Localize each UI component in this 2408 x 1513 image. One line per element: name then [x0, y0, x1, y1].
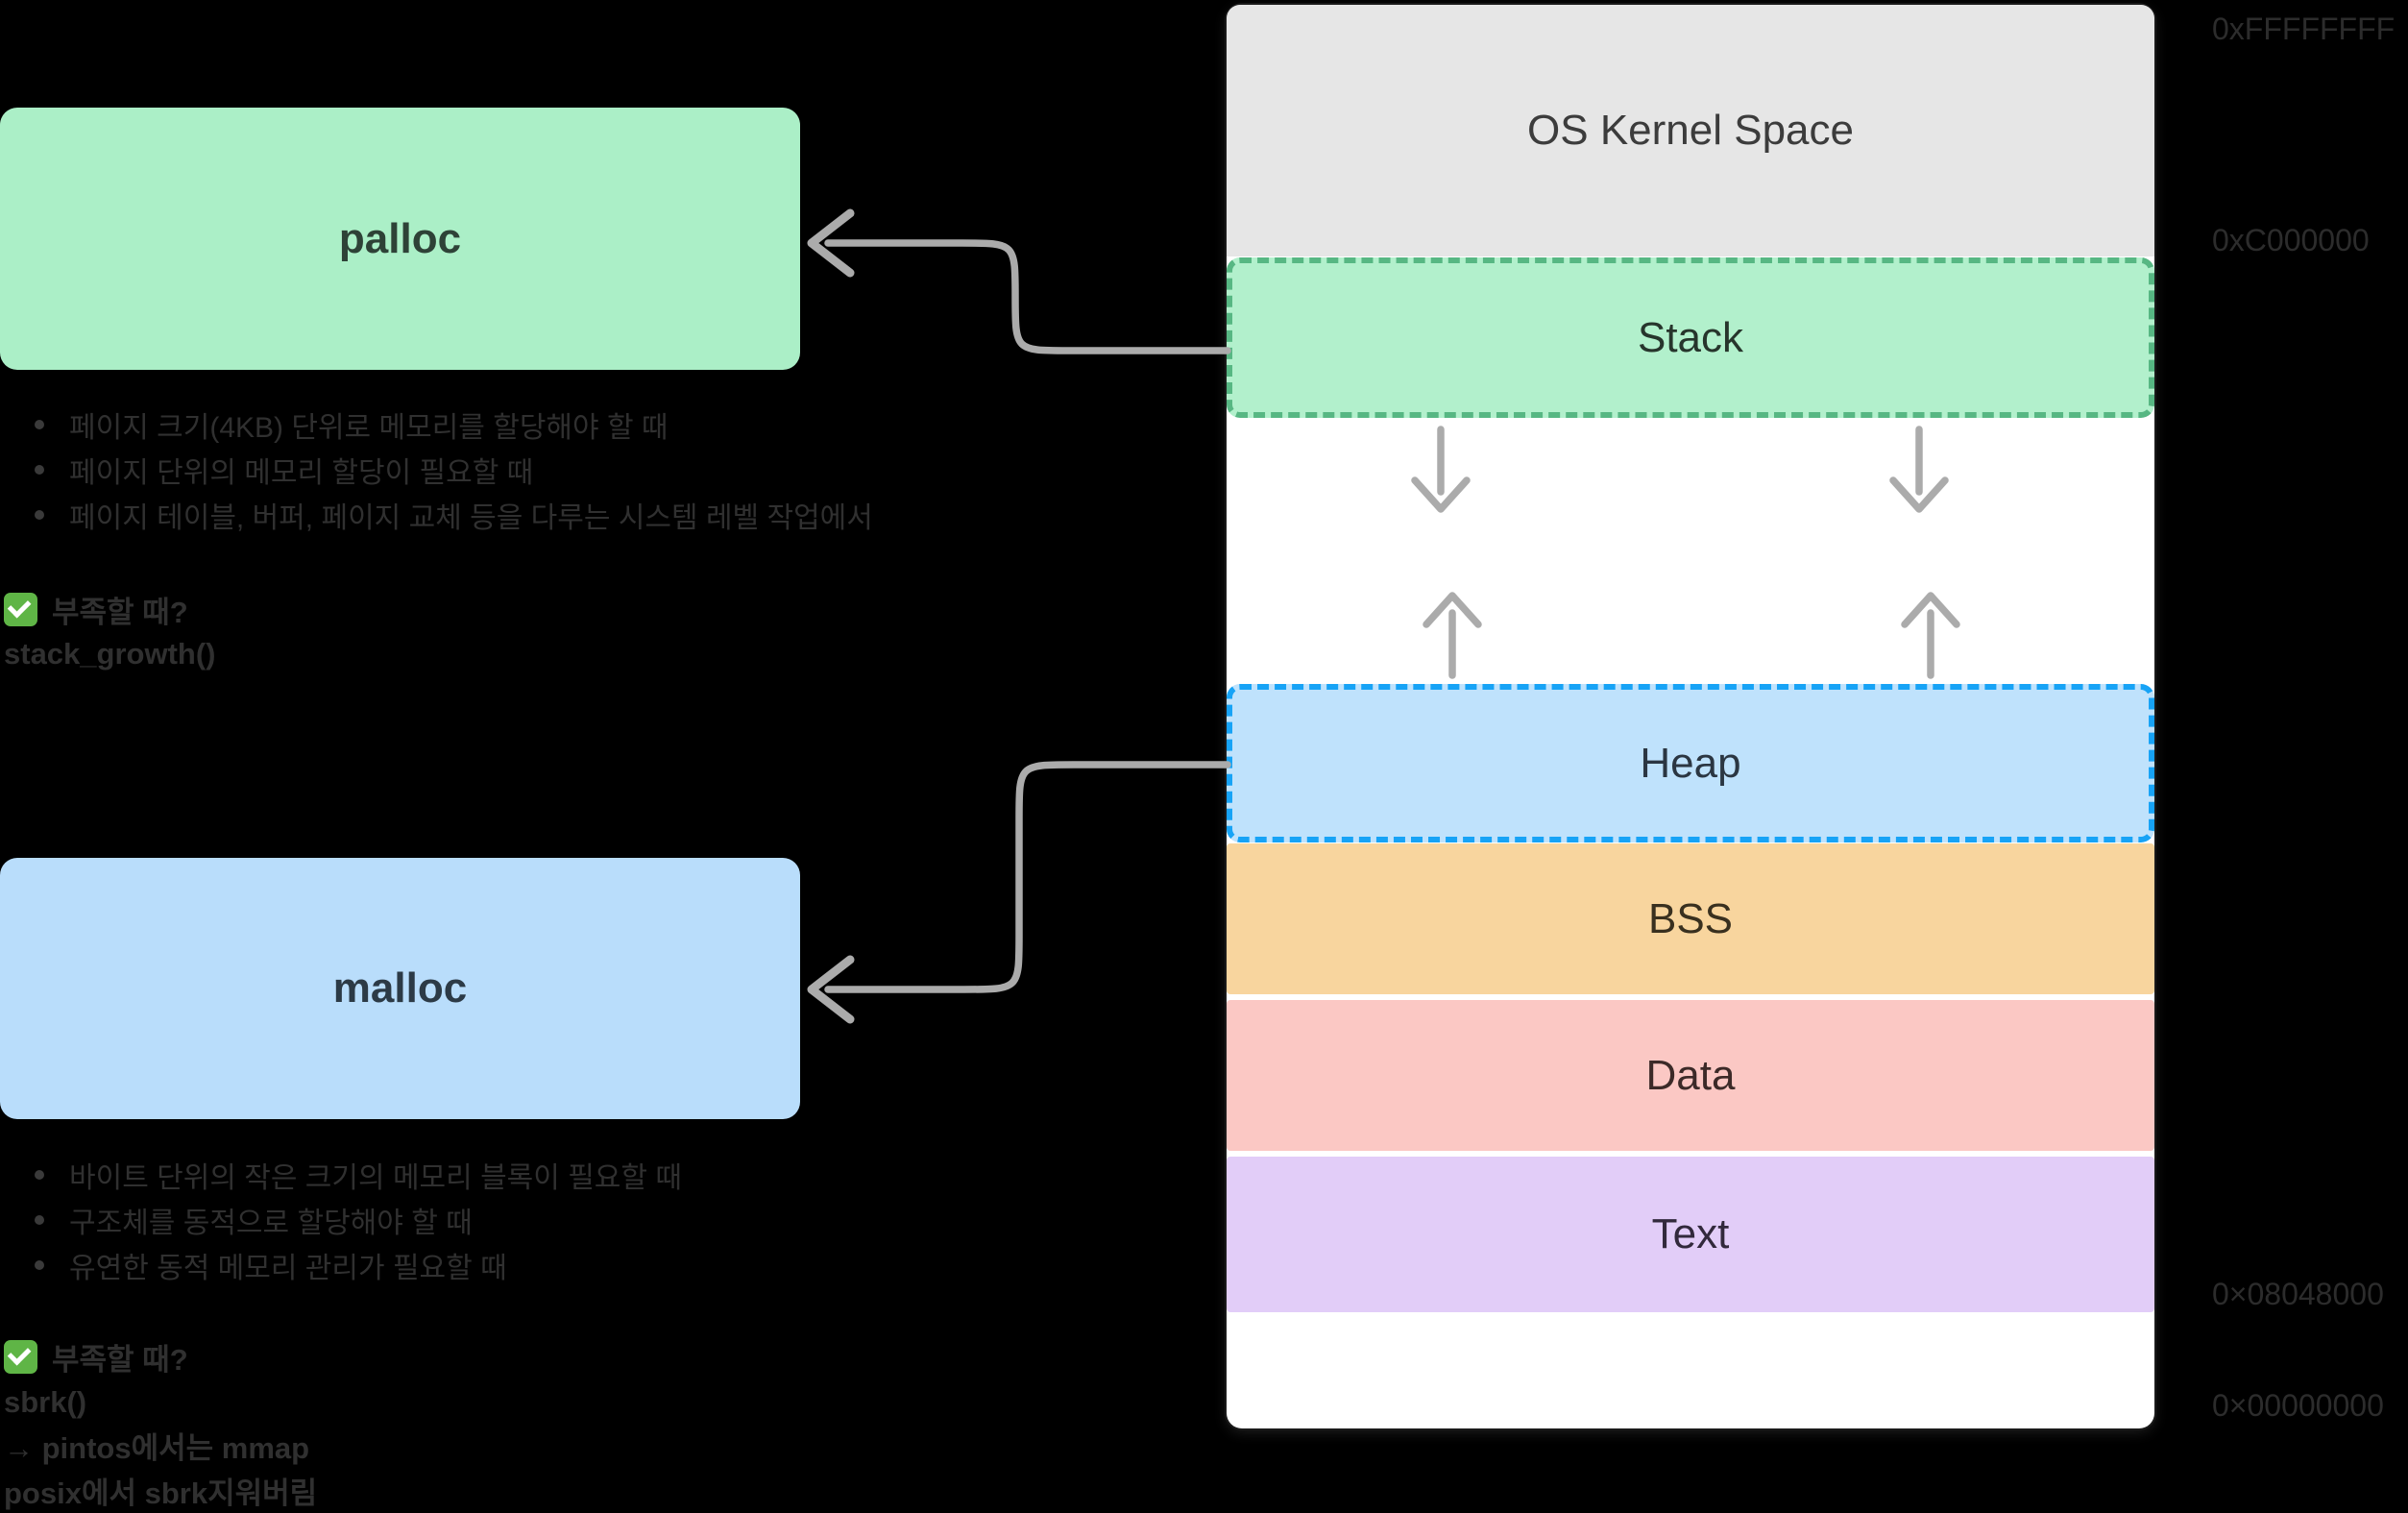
address-label-zero: 0×00000000: [2212, 1388, 2384, 1423]
bullet-dot-icon: [35, 509, 44, 520]
section-stack: Stack: [1227, 257, 2154, 418]
address-label-text-base: 0×08048000: [2212, 1277, 2384, 1311]
bullet-text: 유연한 동적 메모리 관리가 필요할 때: [69, 1252, 507, 1284]
check-mark-icon: [4, 1339, 37, 1374]
heap-to-malloc-arrowhead-icon: [807, 955, 855, 1024]
stack-to-palloc-arrowhead-icon: [807, 208, 855, 278]
bullet-text: 페이지 단위의 메모리 할당이 필요할 때: [69, 456, 534, 489]
malloc-title: malloc: [332, 964, 468, 1012]
malloc-shortage-answer: sbrk(): [4, 1385, 87, 1419]
stack-to-palloc-arrow: [824, 239, 1231, 354]
section-heap: Heap: [1227, 684, 2154, 842]
section-text: Text: [1227, 1157, 2154, 1312]
section-label: Text: [1651, 1210, 1730, 1257]
bullet-dot-icon: [35, 1169, 44, 1180]
palloc-shortage-heading: 부족할 때?: [4, 589, 188, 629]
bullet-dot-icon: [35, 1214, 44, 1225]
section-label: Stack: [1637, 313, 1744, 361]
list-item: 구조체를 동적으로 할당해야 할 때: [35, 1197, 682, 1242]
address-label-top: 0xFFFFFFFF: [2212, 12, 2396, 46]
malloc-bullet-list: 바이트 단위의 작은 크기의 메모리 블록이 필요할 때 구조체를 동적으로 할…: [35, 1152, 682, 1287]
section-label: BSS: [1647, 894, 1734, 942]
section-bss: BSS: [1227, 843, 2154, 994]
malloc-shortage-note-pintos: → pintos에서는 mmap: [4, 1431, 310, 1465]
section-data: Data: [1227, 1000, 2154, 1151]
bullet-text: 구조체를 동적으로 할당해야 할 때: [69, 1207, 473, 1239]
malloc-box: malloc: [0, 858, 800, 1119]
address-label-kernel-base: 0xC000000: [2212, 223, 2370, 257]
list-item: 페이지 단위의 메모리 할당이 필요할 때: [35, 447, 873, 492]
list-item: 페이지 테이블, 버퍼, 페이지 교체 등을 다루는 시스템 레벨 작업에서: [35, 492, 873, 537]
palloc-bullet-list: 페이지 크기(4KB) 단위로 메모리를 할당해야 할 때 페이지 단위의 메모…: [35, 402, 873, 537]
section-label: Data: [1645, 1051, 1736, 1099]
heap-to-malloc-arrow: [824, 761, 1231, 993]
palloc-title: palloc: [338, 214, 462, 262]
shortage-heading-text: 부족할 때?: [52, 595, 188, 629]
section-label: OS Kernel Space: [1527, 107, 1854, 154]
section-os-kernel-space: OS Kernel Space: [1227, 5, 2154, 256]
bullet-dot-icon: [35, 464, 44, 475]
memory-map-panel: OS Kernel Space Stack Heap BSS Data Text: [1227, 5, 2154, 1428]
bullet-text: 페이지 크기(4KB) 단위로 메모리를 할당해야 할 때: [69, 411, 669, 444]
palloc-shortage-answer: stack_growth(): [4, 637, 216, 671]
palloc-box: palloc: [0, 108, 800, 370]
list-item: 페이지 크기(4KB) 단위로 메모리를 할당해야 할 때: [35, 402, 873, 447]
list-item: 유연한 동적 메모리 관리가 필요할 때: [35, 1242, 682, 1287]
malloc-shortage-heading: 부족할 때?: [4, 1336, 188, 1377]
bullet-text: 페이지 테이블, 버퍼, 페이지 교체 등을 다루는 시스템 레벨 작업에서: [69, 501, 873, 534]
bullet-dot-icon: [35, 419, 44, 429]
bullet-dot-icon: [35, 1259, 44, 1270]
bullet-text: 바이트 단위의 작은 크기의 메모리 블록이 필요할 때: [69, 1161, 682, 1194]
section-label: Heap: [1640, 739, 1741, 787]
malloc-shortage-note-posix: posix에서 sbrk지워버림: [4, 1476, 318, 1510]
check-mark-icon: [4, 592, 37, 626]
list-item: 바이트 단위의 작은 크기의 메모리 블록이 필요할 때: [35, 1152, 682, 1197]
shortage-heading-text: 부족할 때?: [52, 1342, 188, 1377]
